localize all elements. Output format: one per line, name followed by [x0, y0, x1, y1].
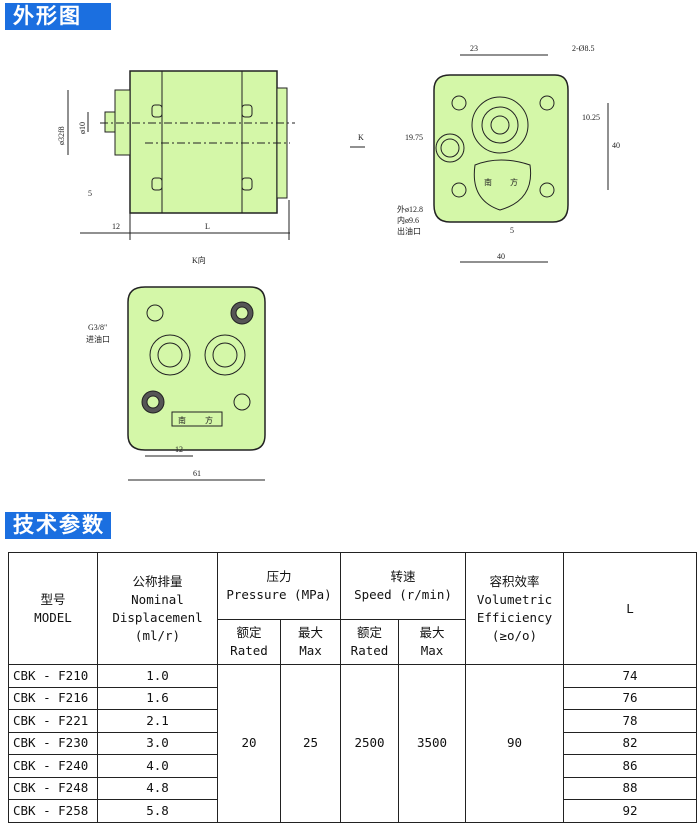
efficiency-cell: 90: [465, 664, 564, 823]
displacement-cell: 2.1: [97, 709, 218, 733]
section-title-outline: 外形图: [5, 3, 111, 30]
L-cell: 76: [563, 686, 697, 710]
k-brand-a: 南: [178, 415, 186, 425]
displacement-cell: 1.6: [97, 686, 218, 710]
outer-dia: 外ø12.8: [397, 204, 423, 214]
model-cell: CBK - F221: [8, 709, 98, 733]
outlet-label: 出油口: [397, 226, 421, 236]
dim-12: 12: [112, 222, 120, 231]
holes-label: 2-Ø8.5: [572, 44, 594, 53]
dim-23: 23: [470, 44, 478, 53]
speed-max-cell: 3500: [398, 664, 466, 823]
dim-5: 5: [88, 189, 92, 198]
pressure-max-cell: 25: [280, 664, 341, 823]
brand-a: 南: [484, 177, 492, 187]
dim-L: L: [205, 222, 210, 231]
dim-10-25: 10.25: [582, 113, 600, 122]
outline-drawing: ø32f8 ø10 5 12 L K向 K 23 2-Ø8.5 10.25 40…: [57, 44, 620, 481]
dim-61: 61: [193, 469, 201, 478]
model-cell: CBK - F240: [8, 754, 98, 778]
displacement-cell: 1.0: [97, 664, 218, 688]
inner-dia: 内ø9.6: [397, 215, 419, 225]
brand-b: 方: [510, 177, 518, 187]
model-cell: CBK - F230: [8, 731, 98, 755]
dim-40-horizontal: 40: [497, 252, 505, 261]
displacement-cell: 3.0: [97, 731, 218, 755]
model-cell: CBK - F210: [8, 664, 98, 688]
L-cell: 82: [563, 731, 697, 755]
dim-5-front: 5: [510, 226, 514, 235]
L-cell: 78: [563, 709, 697, 733]
arrow-k-label: K: [358, 133, 364, 142]
L-cell: 74: [563, 664, 697, 688]
dim-12-k: 12: [175, 445, 183, 454]
speed-rated-cell: 2500: [340, 664, 399, 823]
k-view-label: K向: [192, 255, 206, 265]
L-cell: 86: [563, 754, 697, 778]
dim-pilot: ø32f8: [57, 126, 66, 145]
displacement-cell: 4.0: [97, 754, 218, 778]
displacement-cell: 5.8: [97, 799, 218, 823]
displacement-cell: 4.8: [97, 776, 218, 800]
L-cell: 92: [563, 799, 697, 823]
section-title-specs: 技术参数: [5, 512, 111, 539]
k-view: [127, 286, 266, 481]
model-cell: CBK - F216: [8, 686, 98, 710]
dim-40-vertical: 40: [612, 141, 620, 150]
dim-19-75: 19.75: [405, 133, 423, 142]
thread-label: G3/8": [88, 323, 107, 332]
k-brand-b: 方: [205, 415, 213, 425]
L-header: L: [563, 552, 697, 665]
model-cell: CBK - F258: [8, 799, 98, 823]
model-cell: CBK - F248: [8, 776, 98, 800]
inlet-label: 进油口: [86, 334, 110, 344]
side-view: [67, 70, 295, 240]
front-view: [433, 54, 609, 263]
dim-shaft: ø10: [78, 122, 87, 134]
pressure-rated-cell: 20: [217, 664, 281, 823]
L-cell: 88: [563, 776, 697, 800]
